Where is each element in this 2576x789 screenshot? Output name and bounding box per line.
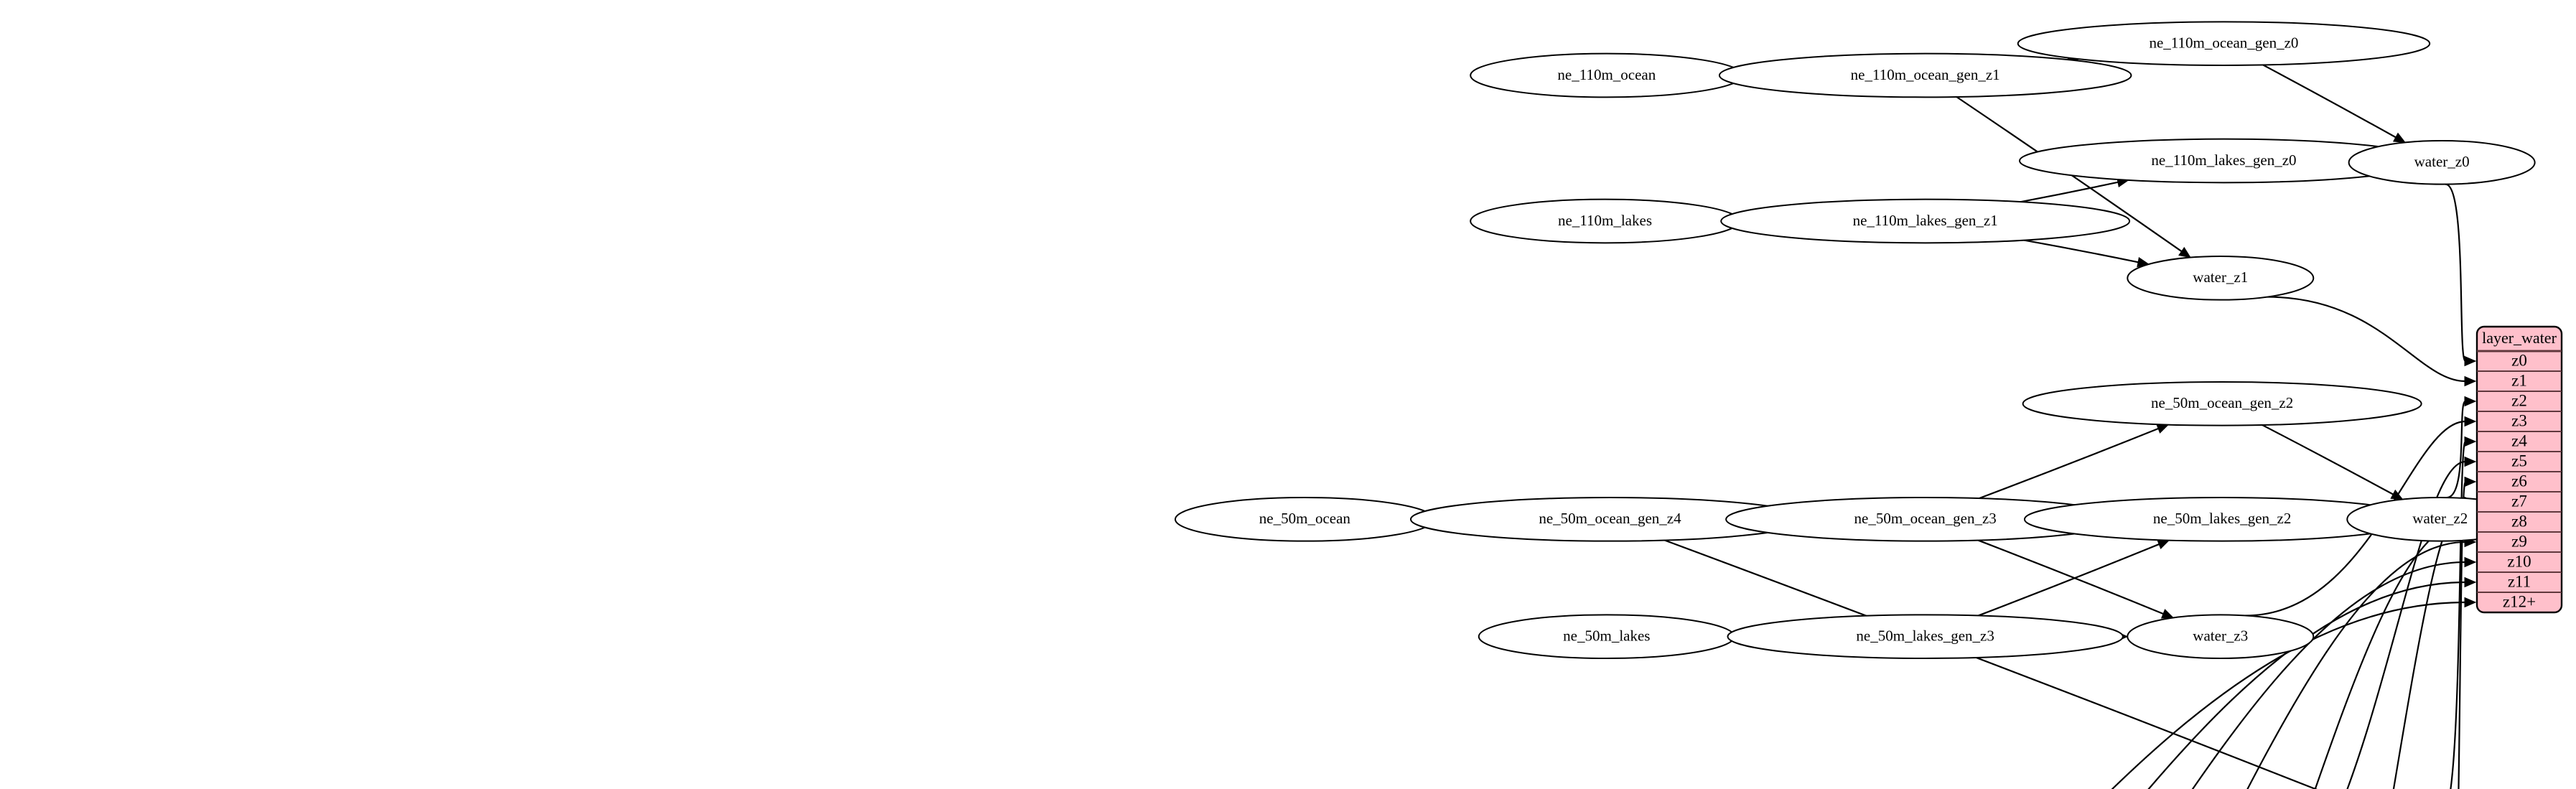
node-label-ne_50m_lakes_gen_z3: ne_50m_lakes_gen_z3 [1856, 627, 1994, 644]
edge-ne_50m_ocean_gen_z2-to-water_z2 [2262, 424, 2394, 495]
arrowhead-ne_50m_lakes_gen_z3-to-ne_50m_lakes_gen_z2 [2157, 539, 2170, 549]
node-label-water_z3: water_z3 [2193, 627, 2248, 644]
edge-water_z5-to-z5 [2346, 460, 2466, 789]
arrowhead-water_z12-to-z12+ [2464, 597, 2477, 608]
node-water_z0[interactable]: water_z0 [2348, 140, 2536, 185]
arrowhead-water_z4-to-z4 [2464, 436, 2477, 447]
node-label-water_z1: water_z1 [2193, 269, 2248, 286]
arrowhead-water_z2-to-z2 [2464, 396, 2477, 407]
arrowhead-ne_50m_ocean_gen_z3-to-ne_50m_ocean_gen_z2 [2156, 424, 2170, 434]
node-ne_110m_ocean_gen_z1[interactable]: ne_110m_ocean_gen_z1 [1718, 52, 2132, 98]
node-ne_110m_lakes[interactable]: ne_110m_lakes [1470, 198, 1740, 244]
node-water_z3[interactable]: water_z3 [2127, 614, 2315, 660]
node-label-ne_110m_lakes: ne_110m_lakes [1558, 212, 1652, 229]
node-ne_50m_lakes_gen_z2[interactable]: ne_50m_lakes_gen_z2 [2023, 497, 2421, 542]
table-row-z9[interactable]: z9 [2511, 532, 2527, 550]
node-label-ne_50m_ocean_gen_z3: ne_50m_ocean_gen_z3 [1854, 510, 1997, 527]
node-ne_110m_lakes_gen_z1[interactable]: ne_110m_lakes_gen_z1 [1720, 198, 2131, 244]
arrowhead-water_z3-to-z3 [2464, 416, 2477, 427]
table-row-z2[interactable]: z2 [2511, 391, 2527, 409]
node-ellipse-water_z3 [2127, 614, 2315, 660]
edge-ne_50m_ocean_gen_z3-to-water_z3 [1977, 539, 2165, 615]
node-ellipse-ne_110m_lakes_gen_z1 [1720, 198, 2131, 244]
edge-ne_110m_lakes_gen_z1-to-water_z1 [2024, 239, 2139, 263]
node-label-ne_50m_ocean: ne_50m_ocean [1259, 510, 1351, 527]
edge-water_z2-to-z2 [2446, 400, 2467, 499]
node-label-ne_110m_lakes_gen_z1: ne_110m_lakes_gen_z1 [1853, 212, 1998, 229]
node-label-ne_110m_ocean_gen_z0: ne_110m_ocean_gen_z0 [2149, 34, 2298, 51]
node-label-ne_50m_lakes_gen_z2: ne_50m_lakes_gen_z2 [2153, 510, 2291, 527]
edge-water_z9-to-z9 [2246, 541, 2466, 789]
node-label-water_z2: water_z2 [2412, 510, 2468, 527]
edge-ne_110m_ocean_gen_z0-to-water_z0 [2262, 64, 2397, 139]
edge-ne_50m_ocean_gen_z4-to-water_z4 [1664, 539, 2318, 789]
arrowhead-water_z11-to-z11 [2464, 576, 2477, 588]
node-ellipse-ne_50m_lakes_gen_z3 [1727, 614, 2124, 660]
table-row-z10[interactable]: z10 [2507, 552, 2531, 570]
edge-ne_50m_lakes_gen_z3-to-ne_50m_lakes_gen_z2 [1978, 543, 2160, 617]
node-ellipse-water_z1 [2127, 256, 2315, 301]
arrowhead-water_z0-to-z0 [2464, 355, 2477, 367]
table-row-z3[interactable]: z3 [2511, 411, 2527, 429]
node-ne_50m_ocean_gen_z2[interactable]: ne_50m_ocean_gen_z2 [2022, 381, 2422, 426]
arrowhead-ne_50m_ocean_gen_z2-to-water_z2 [2390, 489, 2404, 500]
node-ne_110m_ocean[interactable]: ne_110m_ocean [1470, 52, 1744, 98]
node-ne_50m_lakes[interactable]: ne_50m_lakes [1478, 614, 1735, 660]
arrowhead-ne_50m_ocean_gen_z3-to-water_z3 [2160, 609, 2175, 619]
table-row-z11[interactable]: z11 [2508, 572, 2531, 590]
arrowhead-water_z1-to-z1 [2464, 375, 2477, 387]
table-row-z6[interactable]: z6 [2511, 472, 2527, 490]
node-ne_50m_ocean_gen_z3[interactable]: ne_50m_ocean_gen_z3 [1725, 497, 2126, 542]
node-label-ne_110m_lakes_gen_z0: ne_110m_lakes_gen_z0 [2151, 151, 2296, 169]
edge-water_z1-to-z1 [2267, 296, 2466, 383]
edge-ne_50m_ocean_gen_z3-to-ne_50m_ocean_gen_z2 [1979, 427, 2160, 500]
table-row-z8[interactable]: z8 [2511, 512, 2527, 530]
layer-water-table: layer_water z0 z1 z2 z3 z4 z5 z6 z7 z8 z9 z10 z11 z12… [2475, 325, 2563, 614]
node-ellipse-ne_110m_ocean_gen_z1 [1718, 52, 2132, 98]
edge-water_z11-to-z11 [2147, 581, 2466, 789]
table-row-z12+[interactable]: z12+ [2503, 592, 2536, 610]
edge-ne_110m_lakes_gen_z1-to-ne_110m_lakes_gen_z0 [2020, 181, 2119, 203]
node-ellipse-ne_50m_ocean_gen_z2 [2022, 381, 2422, 426]
table-row-z5[interactable]: z5 [2511, 452, 2527, 470]
arrowhead-water_z10-to-z10 [2464, 556, 2477, 568]
edge-water_z7-to-z7 [2392, 500, 2466, 789]
node-label-ne_110m_ocean_gen_z1: ne_110m_ocean_gen_z1 [1851, 66, 2000, 83]
layer-water-table-header: layer_water [2482, 329, 2557, 347]
table-row-z4[interactable]: z4 [2511, 431, 2527, 449]
node-ne_50m_ocean[interactable]: ne_50m_ocean [1174, 497, 1435, 542]
node-ellipse-water_z0 [2348, 140, 2536, 185]
table-row-z1[interactable]: z1 [2511, 371, 2527, 389]
arrowhead-water_z6-to-z6 [2464, 476, 2477, 487]
node-label-ne_50m_ocean_gen_z4: ne_50m_ocean_gen_z4 [1539, 510, 1681, 527]
arrowhead-ne_110m_ocean_gen_z1-to-water_z1 [2178, 246, 2192, 258]
node-label-water_z0: water_z0 [2414, 153, 2470, 170]
node-label-ne_110m_ocean: ne_110m_ocean [1557, 66, 1656, 83]
node-ne_110m_ocean_gen_z0[interactable]: ne_110m_ocean_gen_z0 [2017, 21, 2431, 67]
edge-water_z12-to-z12+ [2111, 601, 2466, 789]
node-layer: imposm3osm_water_polygonosm_ocean_polygo… [1174, 21, 2536, 660]
table-row-z0[interactable]: z0 [2511, 351, 2527, 369]
edge-water_z0-to-z0 [2445, 183, 2467, 363]
table-row-z7[interactable]: z7 [2511, 492, 2527, 510]
edge-water_z10-to-z10 [2191, 561, 2466, 789]
node-ne_50m_ocean_gen_z4[interactable]: ne_50m_ocean_gen_z4 [1409, 497, 1811, 542]
node-label-ne_50m_lakes: ne_50m_lakes [1563, 627, 1650, 644]
arrowhead-water_z5-to-z5 [2464, 456, 2477, 467]
node-ellipse-ne_110m_ocean_gen_z0 [2017, 21, 2431, 67]
node-water_z1[interactable]: water_z1 [2127, 256, 2315, 301]
arrowhead-ne_110m_ocean_gen_z0-to-water_z0 [2392, 132, 2407, 144]
node-label-ne_50m_ocean_gen_z2: ne_50m_ocean_gen_z2 [2151, 394, 2293, 411]
node-ne_50m_lakes_gen_z3[interactable]: ne_50m_lakes_gen_z3 [1727, 614, 2124, 660]
layer-water-table-box [2475, 325, 2563, 614]
